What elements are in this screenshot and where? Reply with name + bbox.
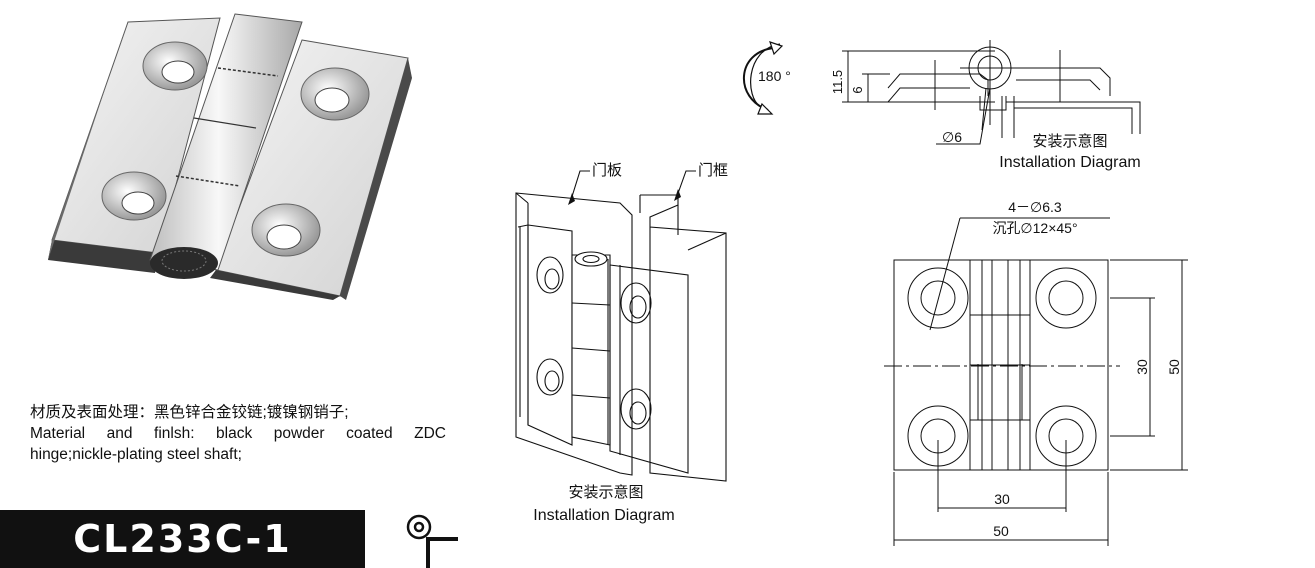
material-english-line1: Material and finlsh: black powder coated…: [30, 425, 446, 442]
dim-11-5: 11.5: [830, 70, 845, 94]
top-view-drawing: 4－∅6.3 沉孔∅12×45° 30 50 30 50: [884, 199, 1188, 546]
install-caption-cn: 安装示意图: [568, 483, 643, 501]
dim-height-outer: 50: [1166, 359, 1182, 375]
material-english-line2: hinge;nickle-plating steel shaft;: [30, 446, 242, 463]
hinge-3d-render-icon: [48, 13, 412, 300]
rotation-label: 180 °: [758, 68, 791, 84]
pin-diameter-label: ∅6: [942, 129, 962, 145]
material-chinese: 材质及表面处理：黑色锌合金铰链;镀镍钢销子;: [30, 404, 349, 421]
installation-diagram: 门板 门框 安装示意图 Installation Diagram: [515, 161, 728, 524]
door-panel-label: 门板: [592, 161, 622, 179]
side-caption-en: Installation Diagram: [999, 154, 1140, 171]
dim-width-outer: 50: [993, 523, 1009, 539]
model-number-box: CL233C-1: [0, 510, 365, 568]
rotation-arrow-icon: 180 °: [742, 41, 791, 115]
hole-spec: 4－∅6.3: [1008, 199, 1062, 215]
side-view-drawing: 11.5 6 ∅6 安装示意图 Installation Diagram: [830, 40, 1141, 171]
countersink-spec: 沉孔∅12×45°: [992, 220, 1077, 236]
side-caption-cn: 安装示意图: [1032, 132, 1107, 150]
model-number: CL233C-1: [73, 517, 292, 561]
dim-6: 6: [850, 86, 865, 93]
install-caption-en: Installation Diagram: [533, 507, 674, 524]
dim-height-inner: 30: [1134, 359, 1150, 375]
dim-width-inner: 30: [994, 491, 1010, 507]
material-description: 材质及表面处理：黑色锌合金铰链;镀镍钢销子; Material and finl…: [30, 402, 446, 465]
door-frame-label: 门框: [698, 162, 728, 179]
hinge-symbol-icon: [406, 514, 458, 568]
